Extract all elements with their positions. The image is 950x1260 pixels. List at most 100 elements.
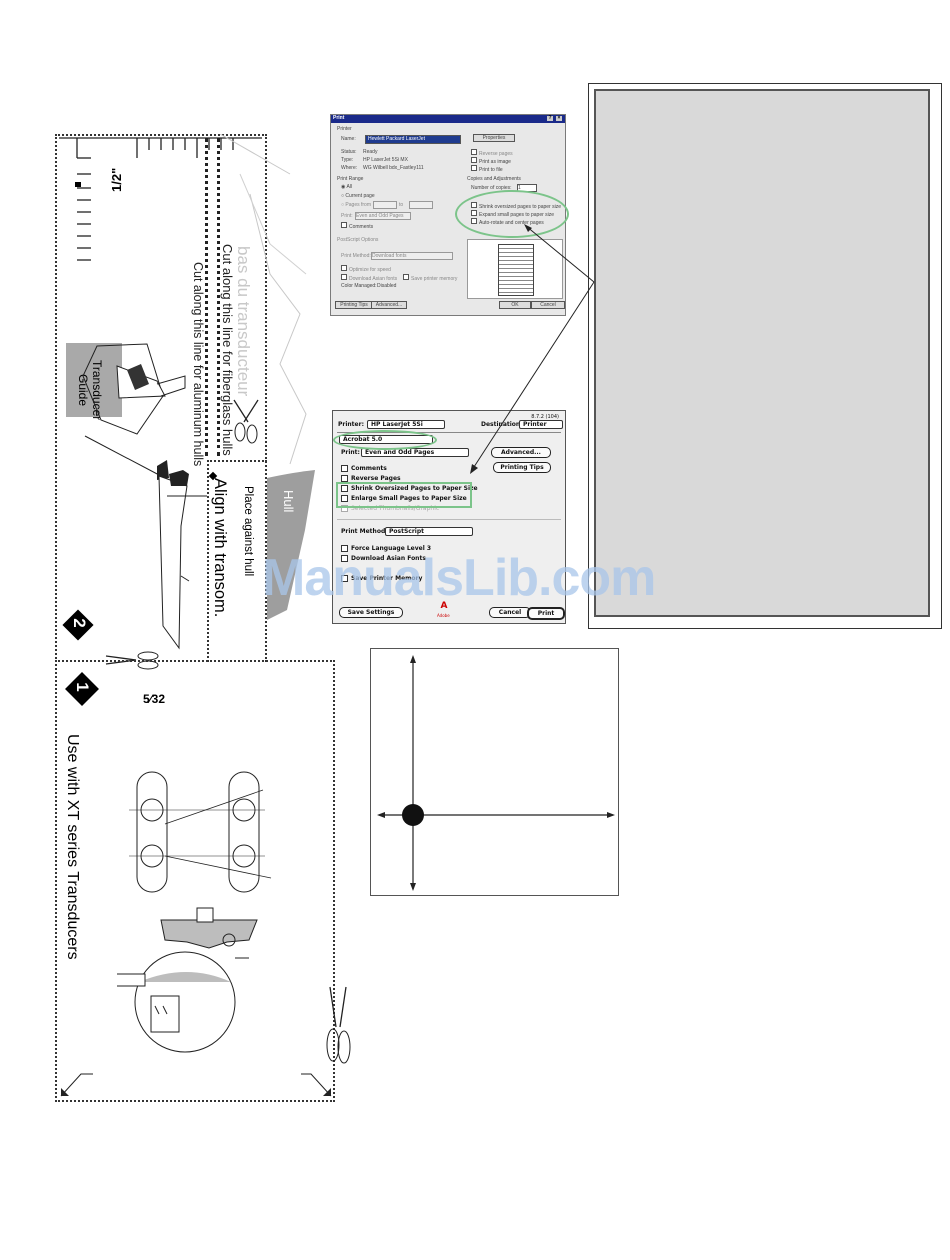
scissors-icon-vertical xyxy=(326,986,351,1064)
pages-to-input[interactable] xyxy=(409,201,433,209)
transducer-guide-block xyxy=(66,343,122,417)
shrink-enlarge-highlight-box xyxy=(336,482,472,508)
mac-selected-thumbnails-option[interactable]: Selected Thumbnails/Graphic xyxy=(341,505,439,512)
mac-print-button[interactable]: Print xyxy=(527,607,565,620)
windows-dialog-title: Print xyxy=(333,115,345,121)
print-as-image-label: Print as image xyxy=(479,159,511,165)
advanced-button[interactable]: Advanced... xyxy=(371,301,407,309)
cancel-button[interactable]: Cancel xyxy=(531,301,565,309)
printer-section-label: Printer xyxy=(337,126,352,132)
close-icon[interactable]: × xyxy=(556,115,562,121)
pointer-lines xyxy=(470,224,595,474)
cut-line-fiberglass xyxy=(205,138,208,456)
mac-shrink-label: Shrink Oversized Pages to Paper Size xyxy=(351,485,478,492)
transducer-sketch xyxy=(82,343,207,650)
save-printer-memory-label: Save printer memory xyxy=(411,276,458,282)
mac-enlarge-option[interactable]: Enlarge Small Pages to Paper Size xyxy=(341,495,467,502)
windows-print-dialog: Print ? × Printer Name: Hewlett Packard … xyxy=(330,114,566,316)
status-value: Ready xyxy=(363,149,378,155)
mac-comments-label: Comments xyxy=(351,465,387,472)
save-printer-memory-option[interactable]: Save printer memory xyxy=(403,274,457,282)
hull-shape xyxy=(267,470,315,620)
print-to-file-option[interactable]: Print to file xyxy=(471,165,503,173)
printer-select[interactable]: HP LaserJet 5Si xyxy=(367,420,445,429)
download-asian-option[interactable]: Download Asian fonts xyxy=(341,274,397,282)
background-sketch-lines xyxy=(219,134,307,465)
reverse-pages-label: Reverse pages xyxy=(479,151,513,157)
step2-template-panel: 1/2" Cut along this line for fiberglass … xyxy=(55,134,267,662)
mac-download-asian-label: Download Asian Fonts xyxy=(351,555,426,562)
mac-selected-thumbnails-label: Selected Thumbnails/Graphic xyxy=(351,505,440,512)
mac-advanced-button[interactable]: Advanced... xyxy=(491,447,551,458)
drill-size-label: 5⁄32 xyxy=(143,692,166,706)
mac-shrink-option[interactable]: Shrink Oversized Pages to Paper Size xyxy=(341,485,478,492)
info-panel-inner xyxy=(594,89,930,617)
mac-save-printer-memory-option[interactable]: Save Printer Memory xyxy=(341,575,422,582)
mac-enlarge-label: Enlarge Small Pages to Paper Size xyxy=(351,495,467,502)
print-as-image-option[interactable]: Print as image xyxy=(471,157,511,165)
mac-force-language-option[interactable]: Force Language Level 3 xyxy=(341,545,431,552)
step1-number: 1 xyxy=(73,682,92,692)
properties-button[interactable]: Properties xyxy=(473,134,515,142)
align-transom-label: Align with transom. xyxy=(211,478,229,618)
type-label: Type: xyxy=(341,157,354,163)
preview-page xyxy=(498,244,534,296)
mac-force-language-label: Force Language Level 3 xyxy=(351,545,432,552)
copies-section-label: Copies and Adjustments xyxy=(467,176,521,182)
use-with-label: Use with XT series Transducers xyxy=(64,734,81,960)
pages-from-label: Pages from xyxy=(345,202,371,208)
corner-arrow-right xyxy=(301,1073,332,1097)
crosshair-svg xyxy=(377,655,615,891)
watermark: ManualsLib.com xyxy=(262,549,656,607)
print-method-select[interactable]: Download fonts xyxy=(371,252,453,260)
color-managed-label: Color Managed: xyxy=(341,283,377,289)
print-subset-select[interactable]: Even and Odd Pages xyxy=(355,212,411,220)
optimize-option[interactable]: Optimize for speed xyxy=(341,265,391,273)
printing-tips-button[interactable]: Printing Tips xyxy=(335,301,373,309)
cut-line-aluminum xyxy=(217,138,220,456)
ok-button[interactable]: OK xyxy=(499,301,531,309)
mac-printing-tips-button[interactable]: Printing Tips xyxy=(493,462,551,473)
mac-reverse-pages-label: Reverse Pages xyxy=(351,475,401,482)
scissors-icon xyxy=(233,399,259,444)
all-radio[interactable]: ◉ All xyxy=(341,184,353,190)
to-label: to xyxy=(399,202,404,208)
mac-cancel-button[interactable]: Cancel xyxy=(489,607,531,618)
help-button[interactable]: ? xyxy=(547,115,553,121)
name-label: Name: xyxy=(341,136,356,142)
destination-select[interactable]: Printer xyxy=(519,420,563,429)
mac-reverse-pages-option[interactable]: Reverse Pages xyxy=(341,475,401,482)
reverse-pages-option[interactable]: Reverse pages xyxy=(471,149,513,157)
divider xyxy=(337,432,561,433)
mac-save-printer-memory-label: Save Printer Memory xyxy=(351,575,423,582)
pages-from-radio[interactable]: ○ Pages from xyxy=(341,202,371,208)
crosshair-diagram xyxy=(370,648,619,896)
acrobat-highlight-ellipse xyxy=(333,430,437,450)
print-select[interactable]: Even and Odd Pages xyxy=(361,448,469,457)
print-method-label: Print Method: xyxy=(341,253,371,259)
print-range-label: Print Range xyxy=(337,176,364,182)
status-label: Status: xyxy=(341,149,357,155)
mac-download-asian-option[interactable]: Download Asian Fonts xyxy=(341,555,426,562)
type-value: HP LaserJet 5Si MX xyxy=(363,157,408,163)
number-of-copies-label: Number of copies: xyxy=(471,185,512,191)
printer-name-select[interactable]: Hewlett Packard LaserJet xyxy=(365,135,461,144)
pages-from-input[interactable] xyxy=(373,201,397,209)
where-value: WG Wilbell bdx_Fastley111 xyxy=(363,165,424,171)
ruler xyxy=(59,137,262,261)
postscript-options-label: PostScript Options xyxy=(337,237,379,243)
hull-label: Hull xyxy=(281,490,296,513)
comments-label: Comments xyxy=(349,224,374,230)
step1-template-panel: 1 5⁄32 Use with XT series Transducers xyxy=(55,660,335,1102)
mac-comments-option[interactable]: Comments xyxy=(341,465,387,472)
current-page-radio[interactable]: ○ Current page xyxy=(341,193,375,199)
comments-option[interactable]: Comments xyxy=(341,222,373,230)
print-subset-label: Print: xyxy=(341,213,353,219)
printer-label: Printer: xyxy=(338,421,364,428)
save-settings-button[interactable]: Save Settings xyxy=(339,607,403,618)
corner-arrow-left xyxy=(60,1073,93,1097)
mac-print-method-select[interactable]: PostScript xyxy=(385,527,473,536)
where-label: Where: xyxy=(341,165,358,171)
version-label: 8.7.2 (104) xyxy=(531,414,559,420)
windows-title-bar: Print ? × xyxy=(331,115,565,123)
